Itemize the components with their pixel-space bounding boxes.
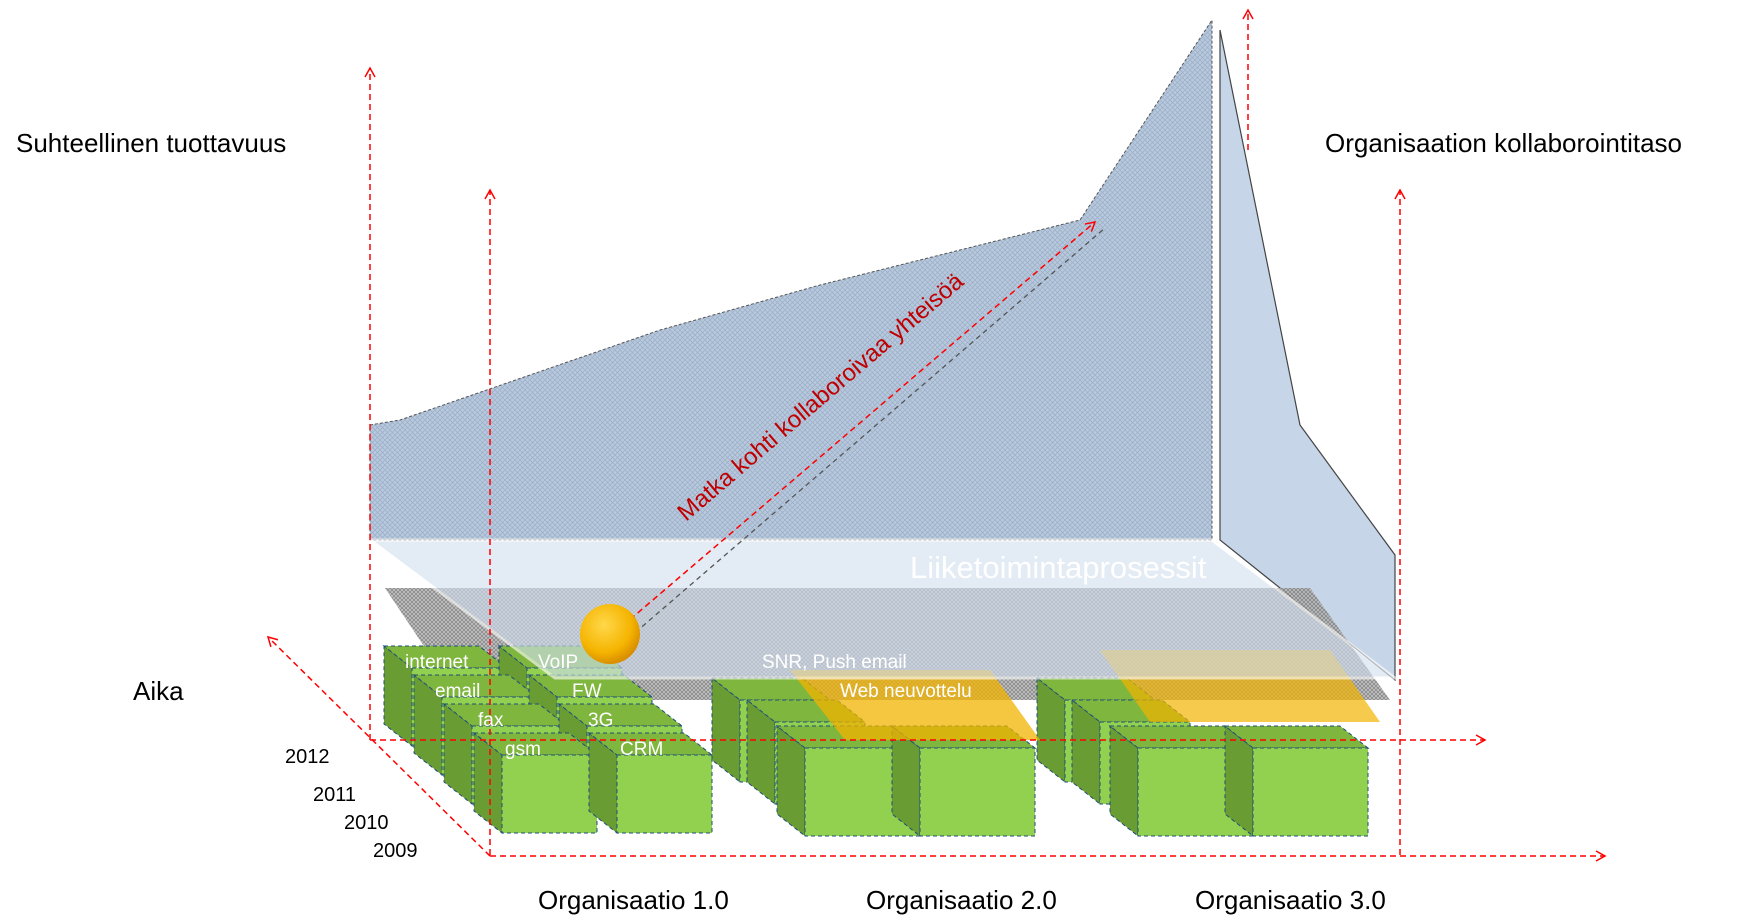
tech-voip: VoIP xyxy=(538,652,578,673)
organization-labels: Organisaatio 1.0 Organisaatio 2.0 Organi… xyxy=(538,885,1386,915)
business-process-label: Liiketoimintaprosessit xyxy=(910,550,1207,585)
year-label: 2009 xyxy=(373,840,418,862)
tech-cube xyxy=(616,754,713,834)
year-label: 2010 xyxy=(344,812,389,834)
axes xyxy=(266,8,1607,862)
time-axis-arrow xyxy=(266,635,491,857)
productivity-wall xyxy=(369,18,1213,541)
tech-cube xyxy=(501,754,598,834)
time-axis-label: Aika xyxy=(133,676,184,706)
tech-cube xyxy=(557,703,684,727)
tech-cube xyxy=(442,703,569,727)
tech-cube xyxy=(382,645,509,669)
start-ball-icon xyxy=(580,604,640,664)
tech-web: Web neuvottelu xyxy=(840,681,972,702)
side-wall xyxy=(1219,29,1396,682)
tech-cube xyxy=(1252,747,1369,837)
org-label-1: Organisaatio 1.0 xyxy=(538,885,729,915)
year-label: 2011 xyxy=(313,784,356,806)
tech-cube xyxy=(472,732,599,756)
journey-arrow xyxy=(590,220,1097,654)
technology-labels: internet VoIP SNR, Push email email FW W… xyxy=(405,652,972,760)
year-labels: 2012 2011 2010 2009 xyxy=(285,746,418,862)
tech-cube xyxy=(1109,724,1139,838)
tech-cube xyxy=(919,747,1036,837)
tech-cube xyxy=(587,732,714,756)
tech-crm: CRM xyxy=(620,739,663,760)
tech-internet: internet xyxy=(405,652,469,673)
org-label-3: Organisaatio 3.0 xyxy=(1195,885,1386,915)
journey-shadow-line xyxy=(607,227,1106,657)
collaboration-axis-label: Organisaation kollaborointitaso xyxy=(1325,128,1682,158)
amber-layer-org2 xyxy=(790,670,1040,740)
tech-fax: fax xyxy=(478,710,504,731)
technology-cubes xyxy=(382,644,1370,838)
year-label: 2012 xyxy=(285,746,330,768)
tech-cube xyxy=(412,674,539,698)
tech-fw: FW xyxy=(572,681,602,702)
org-label-2: Organisaatio 2.0 xyxy=(866,885,1057,915)
tech-3g: 3G xyxy=(588,710,613,731)
tech-email: email xyxy=(435,681,480,702)
tech-gsm: gsm xyxy=(505,739,541,760)
tech-snr: SNR, Push email xyxy=(762,652,907,673)
productivity-axis-label: Suhteellinen tuottavuus xyxy=(16,128,286,158)
